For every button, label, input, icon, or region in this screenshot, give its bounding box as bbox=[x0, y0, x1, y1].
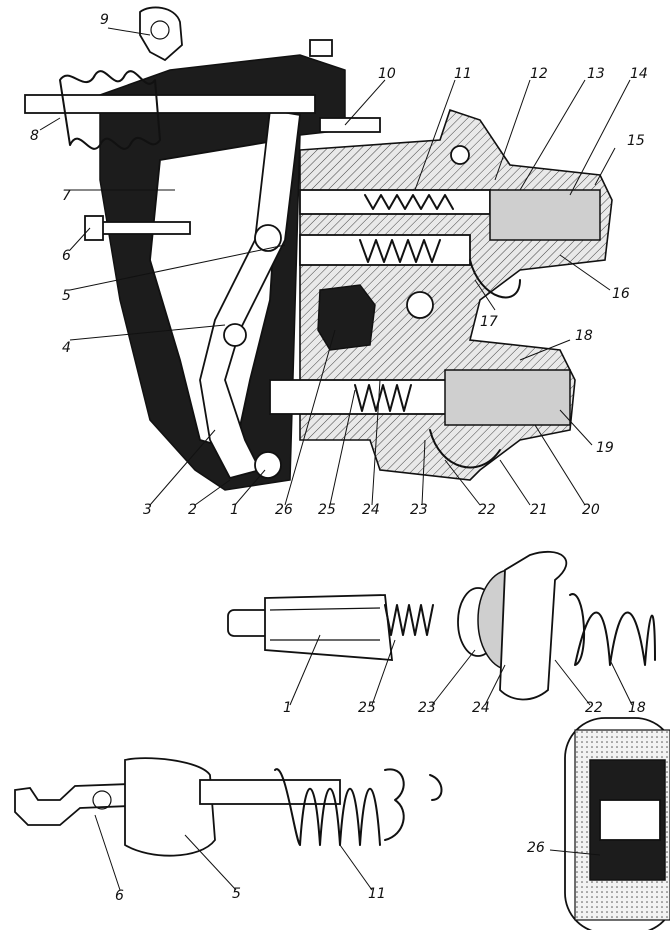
diaphragm-17 bbox=[469, 259, 521, 299]
rubber-boot bbox=[59, 70, 161, 150]
callout-upper-11: 11 bbox=[454, 66, 472, 82]
pivot-pin-upper bbox=[254, 224, 282, 252]
retainer-clip bbox=[384, 768, 405, 841]
lever-6-hole bbox=[92, 790, 112, 810]
adjusting-screw-10 bbox=[319, 117, 381, 133]
piston-sleeve bbox=[264, 594, 394, 661]
spring-25 bbox=[354, 384, 412, 412]
diaphragm-22 bbox=[429, 429, 501, 469]
central-chamber bbox=[317, 284, 376, 351]
upper-leaders bbox=[39, 27, 631, 506]
return-spring-18 bbox=[569, 593, 656, 666]
upper-bore bbox=[299, 189, 491, 215]
callout-middle-1: 1 bbox=[283, 700, 292, 716]
callout-upper-6: 6 bbox=[62, 248, 71, 264]
lever-shaft bbox=[199, 779, 341, 805]
piston-spring-25 bbox=[384, 604, 434, 636]
callout-middle-25: 25 bbox=[358, 700, 376, 716]
callout-upper-4: 4 bbox=[62, 340, 71, 356]
callout-upper-1: 1 bbox=[230, 502, 239, 518]
middle-leaders bbox=[289, 634, 633, 706]
circlip bbox=[429, 774, 443, 801]
callout-upper-8: 8 bbox=[30, 128, 39, 144]
cam-5 bbox=[124, 757, 216, 857]
callout-middle-24: 24 bbox=[472, 700, 490, 716]
callout-middle-23: 23 bbox=[418, 700, 436, 716]
callout-upper-12: 12 bbox=[530, 66, 548, 82]
callout-inset-26: 26 bbox=[527, 840, 545, 856]
callout-upper-20: 20 bbox=[582, 502, 600, 518]
callout-lower-5: 5 bbox=[232, 886, 241, 902]
lower-bore bbox=[269, 379, 451, 415]
middle-piston-assembly: 1 25 23 24 22 18 bbox=[227, 550, 656, 716]
callout-upper-22: 22 bbox=[478, 502, 496, 518]
callout-middle-18: 18 bbox=[628, 700, 646, 716]
body-hole bbox=[406, 291, 434, 319]
callout-upper-18: 18 bbox=[575, 328, 593, 344]
callout-upper-9: 9 bbox=[100, 12, 109, 28]
diaphragm-cup-22 bbox=[499, 550, 568, 701]
callout-upper-14: 14 bbox=[630, 66, 648, 82]
callout-upper-21: 21 bbox=[530, 502, 548, 518]
callout-upper-7: 7 bbox=[62, 188, 71, 204]
spring-11-lower bbox=[274, 768, 381, 846]
callout-upper-17: 17 bbox=[480, 314, 498, 330]
callout-upper-19: 19 bbox=[596, 440, 614, 456]
pivot-pin-middle bbox=[223, 323, 247, 347]
callout-lower-11: 11 bbox=[368, 886, 386, 902]
upper-valve-cartridge bbox=[489, 189, 601, 241]
lower-valve-cartridge bbox=[444, 369, 571, 426]
callout-upper-3: 3 bbox=[143, 502, 152, 518]
adjusting-screw-6 bbox=[89, 221, 191, 235]
pivot-pin-lower bbox=[254, 451, 282, 479]
screw-head-6 bbox=[84, 215, 104, 241]
control-rod bbox=[24, 94, 316, 114]
callout-upper-2: 2 bbox=[188, 502, 197, 518]
callout-upper-10: 10 bbox=[378, 66, 396, 82]
top-bolt bbox=[309, 39, 333, 57]
callout-upper-13: 13 bbox=[587, 66, 605, 82]
lever-eye-hole bbox=[150, 20, 170, 40]
upper-sectional-assembly: 9 10 11 12 13 14 15 16 17 18 19 20 21 22… bbox=[24, 6, 648, 518]
spring-11 bbox=[364, 194, 454, 210]
inset-cavity bbox=[599, 799, 661, 841]
callout-upper-26: 26 bbox=[275, 502, 293, 518]
piston-rod-tip bbox=[227, 609, 271, 637]
lower-lever-assembly: 6 5 11 bbox=[14, 757, 443, 904]
callout-upper-23: 23 bbox=[410, 502, 428, 518]
callout-lower-6: 6 bbox=[115, 888, 124, 904]
callout-upper-5: 5 bbox=[62, 288, 71, 304]
callout-upper-16: 16 bbox=[612, 286, 630, 302]
lever-6 bbox=[14, 783, 131, 826]
lower-leaders bbox=[94, 814, 373, 891]
port-hole bbox=[450, 145, 470, 165]
spring-5 bbox=[359, 239, 441, 263]
callout-middle-22: 22 bbox=[585, 700, 603, 716]
lever-eye bbox=[139, 6, 183, 62]
callout-upper-24: 24 bbox=[362, 502, 380, 518]
callout-upper-15: 15 bbox=[627, 133, 645, 149]
inset-detail: 26 bbox=[527, 717, 670, 930]
callout-upper-25: 25 bbox=[318, 502, 336, 518]
